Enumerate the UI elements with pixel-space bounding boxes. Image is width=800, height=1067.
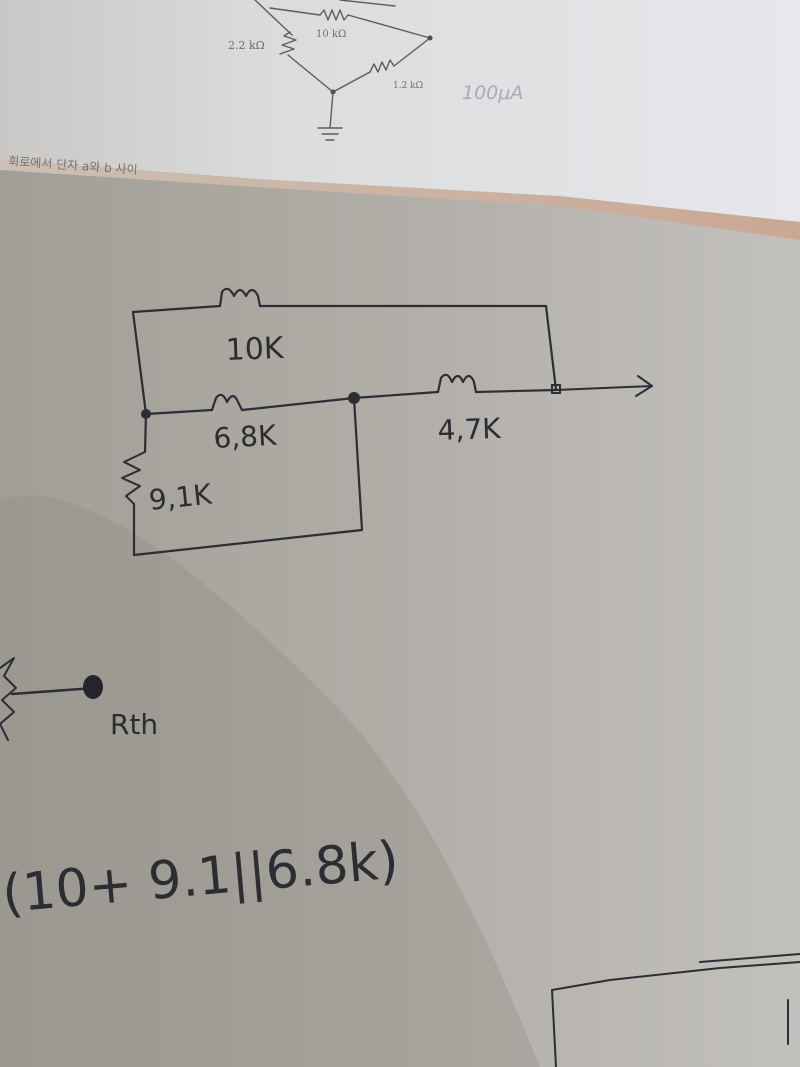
- pencil-current-note: 100μA: [462, 82, 523, 104]
- rth-terminal-dot: [83, 675, 103, 699]
- label-9-1k: 9,1K: [147, 478, 214, 517]
- label-6-8k: 6,8K: [213, 419, 278, 455]
- junction-left: [141, 409, 151, 419]
- hand-drawn-circuit: 10K 6,8K 4,7K 9,1K: [121, 287, 653, 557]
- label-4-7k: 4,7K: [437, 412, 502, 447]
- printed-label-2-2k: 2.2 kΩ: [228, 39, 265, 52]
- bottom-right-box: [551, 953, 800, 1067]
- printed-sheet: [0, 0, 800, 222]
- label-10k: 10K: [225, 331, 285, 368]
- terminal-right: [551, 384, 561, 394]
- rth-label: Rth: [110, 708, 158, 741]
- printed-label-1-2k: 1.2 kΩ: [393, 81, 423, 91]
- printed-label-10k: 10 kΩ: [316, 29, 346, 40]
- junction-middle: [348, 392, 360, 404]
- rth-sketch: Rth: [0, 657, 158, 741]
- notebook-page: [0, 160, 800, 1067]
